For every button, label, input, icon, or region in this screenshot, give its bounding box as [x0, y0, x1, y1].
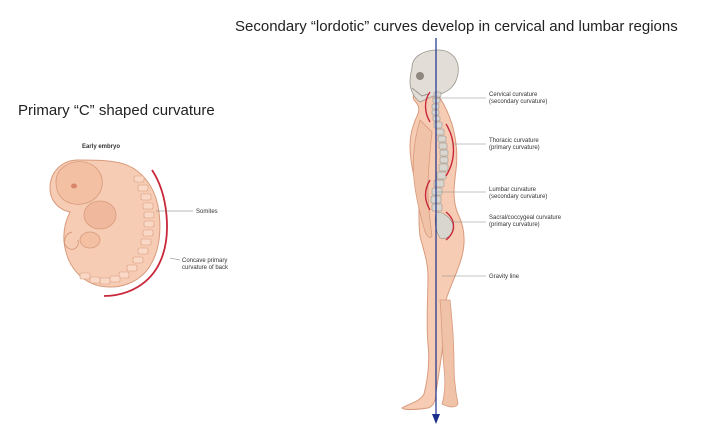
- adult-body-silhouette: [401, 89, 465, 410]
- sacral-label-line2: (primary curvature): [489, 222, 540, 228]
- cervical-label-line2: (secondary curvature): [489, 99, 547, 105]
- somites: [79, 175, 155, 285]
- adult-back-leg: [439, 299, 459, 408]
- secondary-curves-title: Secondary “lordotic” curves develop in c…: [235, 18, 678, 35]
- adult-leader-lines: [432, 97, 486, 277]
- concave-label-line1: Concave primary: [182, 258, 227, 264]
- concave-leader: [169, 257, 181, 261]
- sacral-label-line1: Sacral/coccygeal curvature: [489, 215, 562, 221]
- thoracic-label-line2: (primary curvature): [489, 145, 540, 151]
- cervical-curve-line: [424, 91, 431, 123]
- embryo-eye: [71, 183, 77, 189]
- adult-arm: [412, 119, 433, 238]
- skull-orbit: [416, 72, 424, 80]
- adult-figure: Cervical curvature (secondary curvature)…: [401, 38, 562, 424]
- thoracic-curve-line: [445, 123, 455, 177]
- embryo-limb-bud: [79, 231, 101, 249]
- gravity-arrowhead: [432, 414, 440, 424]
- embryo-heart-bulge: [83, 200, 117, 230]
- primary-curvature-title: Primary “C” shaped curvature: [18, 102, 215, 119]
- lumbar-curve-line: [424, 179, 431, 211]
- concave-label-line2: curvature of back: [182, 265, 229, 271]
- lumbar-label-line1: Lumbar curvature: [489, 187, 537, 193]
- embryo-head: [55, 161, 103, 205]
- embryo-primary-curve: [103, 169, 168, 297]
- lumbar-label-line2: (secondary curvature): [489, 194, 547, 200]
- embryo-heading: Early embryo: [82, 144, 120, 150]
- embryo-illustration: Early embryo: [49, 144, 229, 297]
- embryo-tail: [64, 231, 79, 250]
- sacral-curve-line: [445, 211, 455, 241]
- cervical-label-line1: Cervical curvature: [489, 92, 538, 98]
- somites-label: Somites: [196, 209, 218, 215]
- gravity-label: Gravity line: [489, 274, 520, 280]
- skull-jaw: [411, 87, 429, 97]
- thoracic-label-line1: Thoracic curvature: [489, 138, 539, 144]
